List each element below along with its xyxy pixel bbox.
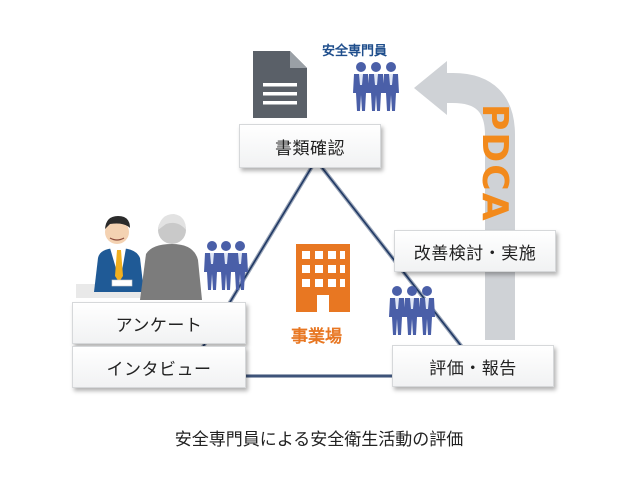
node-document-check: 書類確認 [239,124,381,168]
meeting-people-icon [76,214,202,300]
node-evaluation-report-label: 評価・報告 [429,358,517,379]
pdca-label: PDCA [474,104,515,223]
diagram-caption: 安全専門員による安全衛生活動の評価 [174,430,464,450]
node-improvement-label: 改善検討・実施 [413,243,537,264]
pdca-arrow-icon [414,61,515,340]
building-icon [296,244,350,312]
site-label: 事業場 [291,327,342,347]
node-survey-label: アンケート [115,315,203,336]
people-group-icon [353,62,399,111]
people-group-icon [389,286,435,335]
node-interview: インタビュー [72,346,246,388]
node-document-check-label: 書類確認 [275,138,345,159]
people-group-icon [204,241,248,290]
document-icon [253,51,307,118]
node-survey: アンケート [72,302,246,344]
node-evaluation-report: 評価・報告 [392,345,554,387]
node-interview-label: インタビュー [106,359,212,380]
node-improvement: 改善検討・実施 [394,230,556,272]
team-label: 安全専門員 [322,44,388,59]
